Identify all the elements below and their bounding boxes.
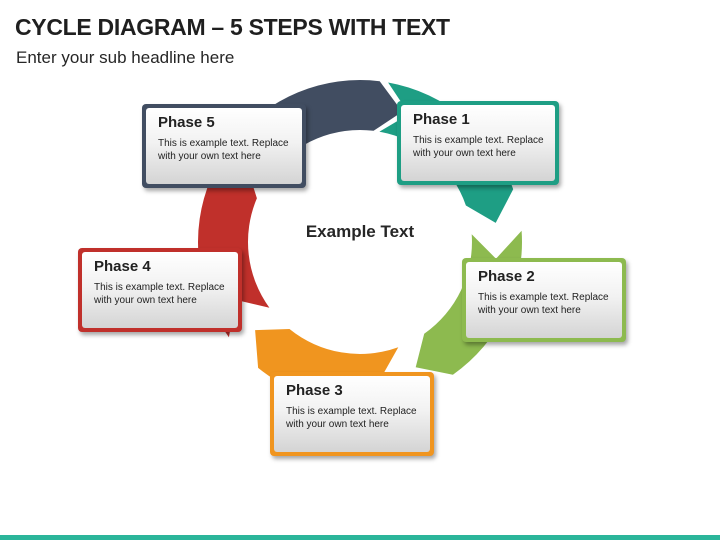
phase-3-title: Phase 3: [286, 382, 343, 399]
phase-5-text: This is example text. Replace with your …: [158, 138, 289, 162]
phase-2-card: Phase 2 This is example text. Replace wi…: [462, 258, 626, 342]
phase-5-card: Phase 5 This is example text. Replace wi…: [142, 104, 306, 188]
phase-5-title: Phase 5: [158, 114, 215, 131]
phase-2-title: Phase 2: [478, 268, 535, 285]
bottom-accent-bar: [0, 535, 720, 540]
slide-title: CYCLE DIAGRAM – 5 STEPS WITH TEXT: [15, 14, 450, 40]
phase-1-card: Phase 1 This is example text. Replace wi…: [397, 101, 559, 185]
slide-subtitle: Enter your sub headline here: [16, 48, 235, 67]
phase-4-card-content: Phase 4 This is example text. Replace wi…: [82, 252, 238, 328]
phase-3-card-content: Phase 3 This is example text. Replace wi…: [274, 376, 430, 452]
phase-3-text: This is example text. Replace with your …: [286, 406, 417, 430]
phase-1-title: Phase 1: [413, 111, 470, 128]
phase-1-card-content: Phase 1 This is example text. Replace wi…: [401, 105, 555, 181]
phase-1-text: This is example text. Replace with your …: [413, 135, 544, 159]
center-label: Example Text: [305, 222, 415, 241]
phase-4-title: Phase 4: [94, 258, 151, 275]
phase-4-card: Phase 4 This is example text. Replace wi…: [78, 248, 242, 332]
phase-3-card: Phase 3 This is example text. Replace wi…: [270, 372, 434, 456]
phase-4-text: This is example text. Replace with your …: [94, 282, 225, 306]
phase-2-card-content: Phase 2 This is example text. Replace wi…: [466, 262, 622, 338]
phase-5-card-content: Phase 5 This is example text. Replace wi…: [146, 108, 302, 184]
phase-2-text: This is example text. Replace with your …: [478, 292, 609, 316]
